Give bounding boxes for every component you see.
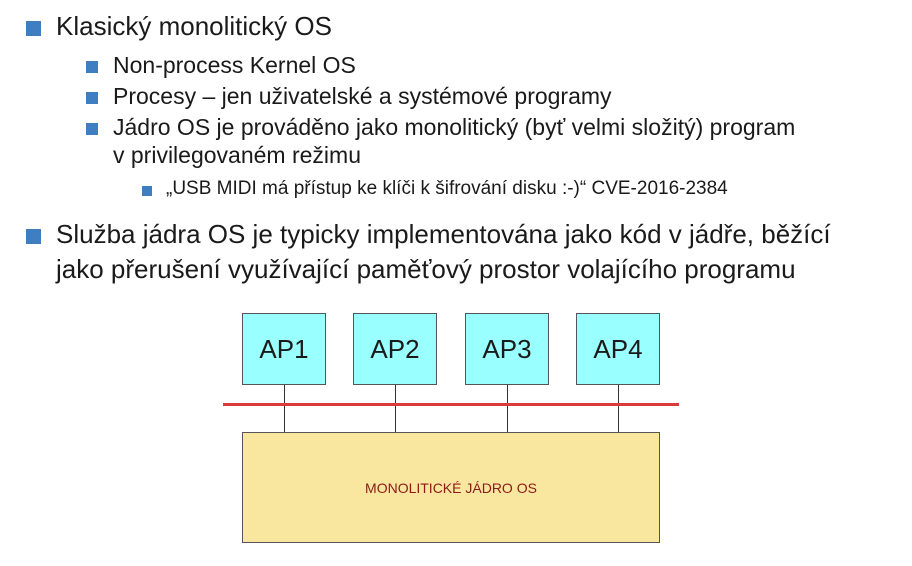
- kernel-label: MONOLITICKÉ JÁDRO OS: [365, 479, 537, 496]
- bullet-text-kernel-service-line2: jako přerušení využívající paměťový pros…: [56, 254, 796, 284]
- bullet-text-non-process-kernel: Non-process Kernel OS: [113, 52, 356, 78]
- app-box-ap1: AP1: [242, 313, 326, 385]
- bullet-icon: [26, 229, 41, 244]
- app-box-ap2: AP2: [353, 313, 437, 385]
- app-box-ap3: AP3: [465, 313, 549, 385]
- bullet-icon: [86, 61, 98, 73]
- bullet-text-kernel-service-line1: Služba jádra OS je typicky implementován…: [56, 219, 831, 249]
- kernel-box: MONOLITICKÉ JÁDRO OS: [242, 432, 660, 543]
- connector-line: [284, 385, 285, 432]
- connector-line: [618, 385, 619, 432]
- app-box-ap4: AP4: [576, 313, 660, 385]
- bullet-text-cve: „USB MIDI má přístup ke klíči k šifrován…: [166, 178, 728, 199]
- kernel-boundary-line: [223, 403, 679, 406]
- bullet-icon: [26, 21, 41, 36]
- bullet-text-processes: Procesy – jen uživatelské a systémové pr…: [113, 83, 612, 109]
- bullet-text-kernel-line1: Jádro OS je prováděno jako monolitický (…: [113, 114, 796, 140]
- connector-line: [395, 385, 396, 432]
- bullet-icon: [86, 123, 98, 135]
- bullet-icon: [142, 186, 152, 196]
- bullet-text-kernel-line2: v privilegovaném režimu: [113, 142, 361, 168]
- connector-line: [507, 385, 508, 432]
- bullet-text-classic-os: Klasický monolitický OS: [56, 11, 332, 41]
- bullet-icon: [86, 92, 98, 104]
